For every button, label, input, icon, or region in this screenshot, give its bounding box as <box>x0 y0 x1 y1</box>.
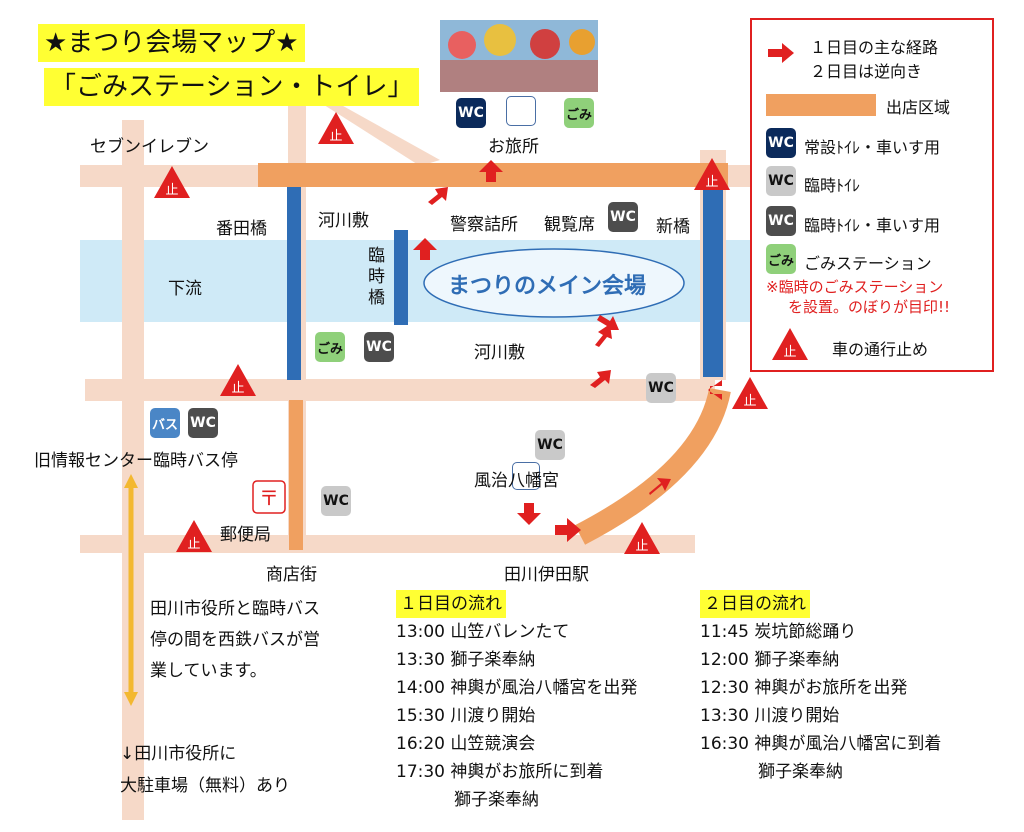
stop-sign-icon: 止 <box>624 522 660 554</box>
schedule-item: 16:20 山笠競演会 <box>396 734 536 754</box>
map-subtitle: 「ごみステーション・トイレ」 <box>44 68 420 106</box>
label-shinbashi: 新橋 <box>656 217 690 237</box>
label-kawarajiki-south: 河川敷 <box>474 343 525 363</box>
label-seven-eleven: セブンイレブン <box>90 137 209 157</box>
bus-route-line <box>124 474 138 706</box>
label-main-venue: まつりのメイン会場 <box>448 274 647 299</box>
wc-temp-accessible-icon: WC <box>188 408 218 438</box>
label-kawarajiki: 河川敷 <box>318 211 369 231</box>
bus-note-line: 業しています。 <box>150 661 267 681</box>
wc-temporary-icon: WC <box>535 430 565 460</box>
wc-temp-accessible-icon: WC <box>364 332 394 362</box>
schedule-item: 13:30 獅子楽奉納 <box>396 650 536 670</box>
stop-sign-icon: 止 <box>220 364 256 396</box>
svg-text:止: 止 <box>165 183 178 198</box>
legend-note-line2: を設置。のぼりが目印!! <box>788 298 951 316</box>
label-bantabashi: 番田橋 <box>216 219 267 239</box>
schedule-item: 15:30 川渡り開始 <box>396 706 536 726</box>
label-post-office: 郵便局 <box>220 525 271 545</box>
label-ita-station: 田川伊田駅 <box>504 565 589 585</box>
label-kaji-hachimangu: 風治八幡宮 <box>474 471 559 491</box>
schedule-item: 13:30 川渡り開始 <box>700 706 840 726</box>
legend-road-closed: 車の通行止め <box>832 340 929 359</box>
svg-text:止: 止 <box>783 345 796 360</box>
legend-wc-temp-accessible: 臨時ﾄｲﾚ・車いす用 <box>804 216 941 235</box>
svg-text:止: 止 <box>743 394 756 409</box>
legend-note-line1: ※臨時のごみステーション <box>766 278 944 296</box>
label-temp-bridge: 臨時橋 <box>368 246 385 308</box>
post-office-icon: 〒 <box>252 480 286 514</box>
outline-box-icon <box>506 96 536 126</box>
garbage-station-icon: ごみ <box>564 98 594 128</box>
day1-heading: １日目の流れ <box>396 590 506 618</box>
wc-permanent-icon: WC <box>456 98 486 128</box>
schedule-item: 12:30 神輿がお旅所を出発 <box>700 678 908 698</box>
svg-text:止: 止 <box>187 537 200 552</box>
route-arrows <box>413 160 722 542</box>
main-venue-oval <box>423 248 685 318</box>
label-bus-stop: 旧情報センター臨時バス停 <box>34 451 238 471</box>
wc-temporary-icon: WC <box>321 486 351 516</box>
legend-garbage-station: ごみステーション <box>804 254 932 273</box>
schedule-item-extra: 獅子楽奉納 <box>758 762 843 782</box>
bus-note-line: 田川市役所と臨時バス <box>150 599 320 619</box>
stop-sign-icon: 止 <box>176 520 212 552</box>
stop-sign-icon: 止 <box>318 112 354 144</box>
legend-stall-area: 出店区域 <box>886 98 951 117</box>
route-arrow-icon <box>768 43 794 63</box>
day2-schedule: ２日目の流れ 11:45 炭坑節総踊り 12:00 獅子楽奉納 12:30 神輿… <box>700 590 941 786</box>
bus-stop-icon: バス <box>150 408 180 438</box>
garbage-station-icon: ごみ <box>315 332 345 362</box>
parking-note-line: ↓田川市役所に <box>120 744 237 764</box>
legend-box: １日目の主な経路 ２日目は逆向き 出店区域 WC 常設ﾄｲﾚ・車いす用 WC 臨… <box>750 18 994 372</box>
wc-permanent-icon: WC <box>766 128 796 158</box>
label-police-booth: 警察詰所 <box>450 215 518 235</box>
svg-text:〒: 〒 <box>259 486 279 510</box>
outline-box-icon <box>512 462 540 490</box>
map-title: ★まつり会場マップ★ <box>38 24 305 62</box>
legend-wc-temporary: 臨時ﾄｲﾚ <box>804 176 861 195</box>
bus-note: 田川市役所と臨時バス 停の間を西鉄バスが営 業しています。 <box>150 594 320 687</box>
schedule-item: 16:30 神輿が風治八幡宮に到着 <box>700 734 942 754</box>
stop-sign-icon: 止 <box>772 328 808 360</box>
stop-sign-icon: 止 <box>732 377 768 409</box>
svg-text:止: 止 <box>705 175 718 190</box>
schedule-item-extra: 獅子楽奉納 <box>454 790 539 810</box>
stall-area-swatch <box>766 94 876 116</box>
stop-sign-icon: 止 <box>154 166 190 198</box>
schedule-item: 12:00 獅子楽奉納 <box>700 650 840 670</box>
parking-note-line: 大駐車場（無料）あり <box>120 776 290 796</box>
stop-sign-icon: 止 <box>694 158 730 190</box>
label-downstream: 下流 <box>168 279 202 299</box>
label-viewing-seats: 観覧席 <box>544 215 595 235</box>
schedule-item: 14:00 神輿が風治八幡宮を出発 <box>396 678 638 698</box>
wc-temporary-icon: WC <box>646 373 676 403</box>
schedule-item: 13:00 山笠バレンたて <box>396 622 570 642</box>
parking-note: ↓田川市役所に 大駐車場（無料）あり <box>120 738 290 802</box>
day2-heading: ２日目の流れ <box>700 590 810 618</box>
svg-text:止: 止 <box>329 129 342 144</box>
bridges <box>287 187 723 380</box>
festival-photo <box>440 20 598 92</box>
garbage-station-icon: ごみ <box>766 244 796 274</box>
label-shopping-street: 商店街 <box>266 565 317 585</box>
legend-route-line2: ２日目は逆向き <box>810 62 923 81</box>
label-otabisho: お旅所 <box>488 137 539 157</box>
bus-note-line: 停の間を西鉄バスが営 <box>150 630 320 650</box>
wc-temporary-icon: WC <box>766 166 796 196</box>
schedule-item: 17:30 神輿がお旅所に到着 <box>396 762 604 782</box>
legend-wc-permanent: 常設ﾄｲﾚ・車いす用 <box>804 138 941 157</box>
wc-temp-accessible-icon: WC <box>608 202 638 232</box>
day1-schedule: １日目の流れ 13:00 山笠バレンたて 13:30 獅子楽奉納 14:00 神… <box>396 590 637 814</box>
schedule-item: 11:45 炭坑節総踊り <box>700 622 857 642</box>
svg-text:止: 止 <box>635 539 648 554</box>
wc-temp-accessible-icon: WC <box>766 206 796 236</box>
svg-text:止: 止 <box>231 381 244 396</box>
legend-route-line1: １日目の主な経路 <box>810 38 939 57</box>
